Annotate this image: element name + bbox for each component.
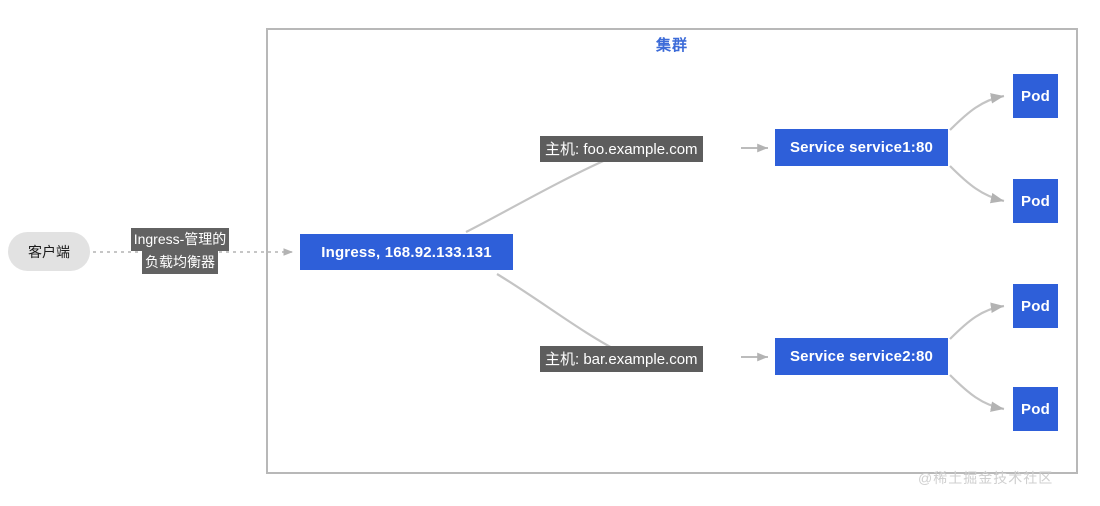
load-balancer-label-line1: Ingress-管理的 xyxy=(130,228,230,251)
host-label-bar: 主机: bar.example.com xyxy=(540,346,703,372)
service-node-service2[interactable]: Service service2:80 xyxy=(775,338,948,375)
edge-service1-to-pod1 xyxy=(949,93,1005,131)
edge-service2-to-pod4 xyxy=(949,374,1005,412)
ingress-node[interactable]: Ingress, 168.92.133.131 xyxy=(300,234,513,270)
client-node[interactable]: 客户端 xyxy=(8,232,90,271)
cluster-boundary xyxy=(266,28,1078,474)
pod-node-4[interactable]: Pod xyxy=(1013,387,1058,431)
cluster-title: 集群 xyxy=(655,37,688,54)
edge-service2-to-pod3 xyxy=(949,302,1005,340)
load-balancer-edge-label: Ingress-管理的 负载均衡器 xyxy=(118,228,242,274)
host-label-foo: 主机: foo.example.com xyxy=(540,136,703,162)
watermark: @稀土掘金技术社区 xyxy=(918,470,1054,486)
pod-node-2[interactable]: Pod xyxy=(1013,179,1058,223)
service-node-service1[interactable]: Service service1:80 xyxy=(775,129,948,166)
edge-ingress-to-host-foo xyxy=(465,156,611,233)
edge-service1-to-pod2 xyxy=(949,165,1005,204)
pod-node-3[interactable]: Pod xyxy=(1013,284,1058,328)
load-balancer-label-line2: 负载均衡器 xyxy=(142,251,218,274)
pod-node-1[interactable]: Pod xyxy=(1013,74,1058,118)
